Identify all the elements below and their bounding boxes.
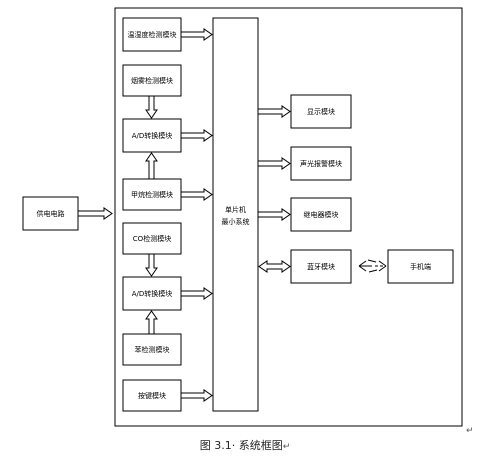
caption-paragraph-mark: ↵: [282, 442, 291, 452]
adc-bottom-to-mcu-arrow: [180, 287, 213, 300]
bluetooth-block: 蓝牙模块: [290, 249, 352, 284]
smoke-label: 烟雾检测模块: [131, 76, 173, 85]
phone-block: 手机端: [387, 249, 454, 284]
methane-to-adc-top-arrow: [145, 152, 158, 180]
temp-humidity-to-mcu-arrow: [180, 28, 213, 41]
keys-to-mcu-arrow: [180, 389, 213, 402]
adc-bottom-block: A/D转换模块: [122, 276, 182, 311]
mcu-label-line1: 单片机: [225, 205, 246, 214]
methane-to-mcu-arrow: [180, 188, 213, 201]
display-block: 显示模块: [290, 94, 352, 129]
benzene-to-adc-bottom-arrow: [145, 310, 158, 335]
adc-top-block: A/D转换模块: [122, 118, 182, 153]
methane-block: 甲烷检测模块: [122, 178, 182, 211]
smoke-block: 烟雾检测模块: [122, 64, 182, 97]
mcu-to-relay-arrow: [257, 208, 291, 221]
alarm-block: 声光报警模块: [290, 146, 352, 181]
phone-label: 手机端: [410, 262, 431, 271]
mcu-block: 单片机 最小系统: [212, 17, 259, 412]
temp-humidity-block: 温湿度检测模块: [122, 17, 182, 52]
keys-block: 按键模块: [122, 379, 182, 412]
mcu-label-line2: 最小系统: [222, 217, 250, 226]
wireless-link: [358, 259, 387, 273]
caption-text: 图 3.1· 系统框图: [199, 439, 283, 452]
co-block: CO检测模块: [122, 222, 182, 255]
keys-label: 按键模块: [138, 391, 166, 400]
power-to-frame-arrow: [77, 207, 113, 220]
bluetooth-label: 蓝牙模块: [307, 262, 335, 271]
temp-humidity-label: 温湿度检测模块: [128, 30, 177, 39]
co-to-adc-bottom-arrow: [145, 253, 158, 277]
mcu-bluetooth-bidirectional-arrow: [258, 260, 291, 273]
relay-block: 继电器模块: [290, 197, 352, 232]
methane-label: 甲烷检测模块: [131, 190, 173, 199]
mcu-to-alarm-arrow: [257, 157, 291, 170]
power-supply-block: 供电电路: [22, 196, 79, 231]
outer-frame: [114, 7, 463, 427]
adc-top-to-mcu-arrow: [180, 129, 213, 142]
adc-top-label: A/D转换模块: [132, 131, 173, 140]
display-label: 显示模块: [307, 107, 335, 116]
co-label: CO检测模块: [133, 234, 171, 243]
power-supply-label: 供电电路: [37, 209, 65, 218]
paragraph-mark: ↵: [466, 426, 474, 436]
mcu-to-display-arrow: [257, 105, 291, 118]
figure-caption: 图 3.1· 系统框图↵: [0, 437, 490, 453]
smoke-to-adc-top-arrow: [145, 95, 158, 119]
adc-bottom-label: A/D转换模块: [132, 289, 173, 298]
alarm-label: 声光报警模块: [300, 159, 342, 168]
benzene-label: 苯检测模块: [135, 345, 170, 354]
benzene-block: 苯检测模块: [122, 333, 182, 366]
relay-label: 继电器模块: [304, 210, 339, 219]
